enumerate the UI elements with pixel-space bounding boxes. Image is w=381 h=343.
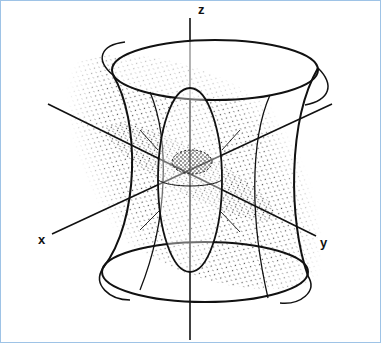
axis-label: y <box>318 236 329 250</box>
axis-label: z <box>196 3 207 17</box>
axes <box>48 18 332 340</box>
inner-ellipsoid <box>140 88 240 272</box>
hyperboloid-surface <box>100 40 328 303</box>
axis-label: x <box>36 233 47 247</box>
core-blob <box>172 150 212 174</box>
